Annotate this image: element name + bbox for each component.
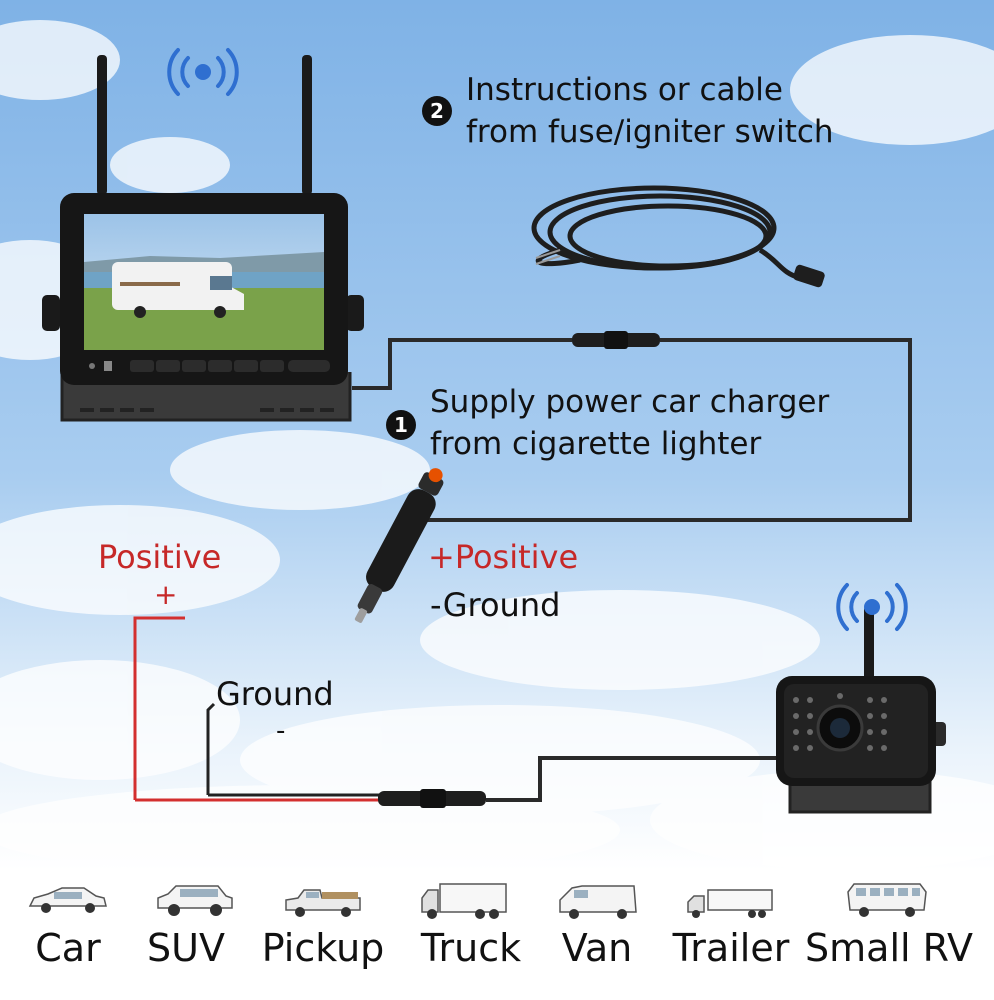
camera-ir-leds (793, 693, 887, 751)
camera-cable (486, 756, 790, 802)
positive-wire (133, 616, 185, 800)
step-1-line-1: Supply power car charger (430, 384, 830, 420)
monitor-buttons (130, 360, 330, 372)
wireless-monitor (42, 55, 364, 422)
cable-connector (572, 331, 660, 349)
step-2-line-2: from fuse/igniter switch (466, 114, 834, 150)
step-1-line-2: from cigarette lighter (430, 426, 762, 462)
camera-positive-sign: + (154, 578, 178, 611)
camera-positive-label: Positive (98, 538, 222, 576)
vehicle-label-van: Van (561, 926, 633, 970)
suv-icon (157, 885, 233, 916)
wireless-signal-icon (836, 583, 908, 631)
step-2-line-1: Instructions or cable (466, 72, 783, 108)
trailer-icon (687, 889, 773, 918)
camera-ground-label: Ground (216, 675, 334, 713)
ground-wire (206, 702, 216, 795)
vehicle-label-car: Car (35, 926, 101, 970)
backup-camera (776, 606, 946, 814)
car-icon (28, 887, 107, 913)
lighter-ground-label: -Ground (430, 586, 561, 624)
coiled-cable-plug (535, 249, 825, 288)
vehicle-label-small-rv: Small RV (805, 926, 973, 970)
truck-icon (421, 883, 507, 919)
monitor-antenna-right (302, 55, 312, 195)
camera-cable-connector (378, 789, 486, 808)
vehicle-label-pickup: Pickup (261, 926, 385, 970)
vehicle-label-suv: SUV (147, 926, 225, 970)
monitor-antenna-left (97, 55, 107, 195)
camera-ground-sign: - (276, 716, 286, 746)
pickup-icon (285, 889, 361, 917)
wireless-signal-icon (167, 48, 239, 96)
small-rv-icon (847, 883, 927, 917)
vehicle-label-truck: Truck (420, 926, 522, 970)
vehicle-label-trailer: Trailer (672, 926, 790, 970)
step-1-badge: 1 (386, 410, 416, 440)
cigarette-lighter-plug (354, 468, 444, 623)
coiled-cable (531, 185, 801, 281)
van-icon (559, 885, 637, 919)
power-cable (352, 338, 912, 522)
lighter-positive-label: +Positive (428, 538, 579, 576)
step-2-badge: 2 (422, 96, 452, 126)
camera-antenna (864, 606, 874, 682)
screen-motorhome (112, 262, 244, 318)
